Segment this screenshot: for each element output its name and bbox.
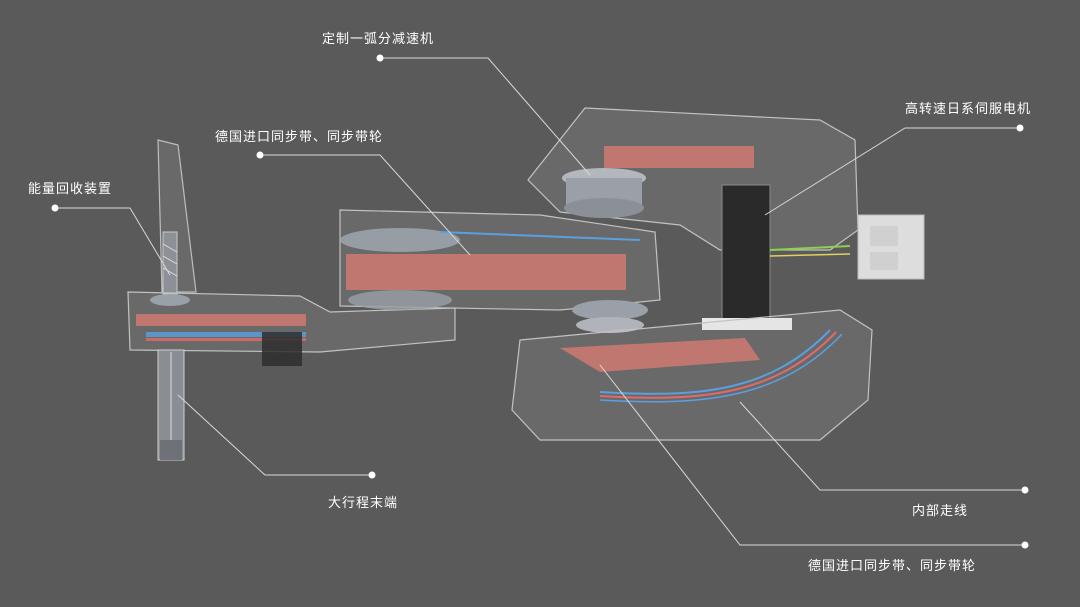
leader-reducer (380, 57, 591, 176)
leader-servo-motor (764, 127, 1020, 216)
connector-box (857, 214, 925, 280)
label-belt-top: 德国进口同步带、同步带轮 (215, 130, 384, 145)
label-belt-bottom: 德国进口同步带、同步带轮 (808, 559, 977, 574)
base (511, 309, 873, 441)
label-long-stroke: 大行程末端 (328, 496, 399, 511)
upper-housing (527, 107, 859, 251)
leader-belt-bottom (599, 364, 1025, 546)
leader-internal-wiring (739, 401, 1025, 491)
dot-belt-bottom (1021, 541, 1029, 549)
dot-belt-top (256, 151, 264, 159)
dot-servo-motor (1016, 124, 1024, 132)
dot-internal-wiring (1021, 486, 1029, 494)
spline-shaft (157, 349, 185, 461)
label-internal-wiring: 内部走线 (912, 504, 969, 519)
forearm (127, 291, 456, 366)
leader-long-stroke (177, 394, 372, 476)
callout-dots (51, 54, 1029, 549)
dot-reducer (376, 54, 384, 62)
leader-lines (55, 57, 1025, 546)
middle-arm (339, 209, 661, 333)
label-energy-recovery: 能量回收装置 (28, 182, 113, 197)
label-servo-motor: 高转速日系伺服电机 (905, 102, 1032, 117)
dot-long-stroke (368, 471, 376, 479)
leader-belt-top (260, 154, 471, 256)
energy-recovery-mast (157, 139, 197, 295)
leader-energy-recovery (55, 207, 171, 276)
label-reducer: 定制一弧分减速机 (322, 32, 435, 47)
robot-illustration (127, 107, 925, 461)
dot-energy-recovery (51, 204, 59, 212)
